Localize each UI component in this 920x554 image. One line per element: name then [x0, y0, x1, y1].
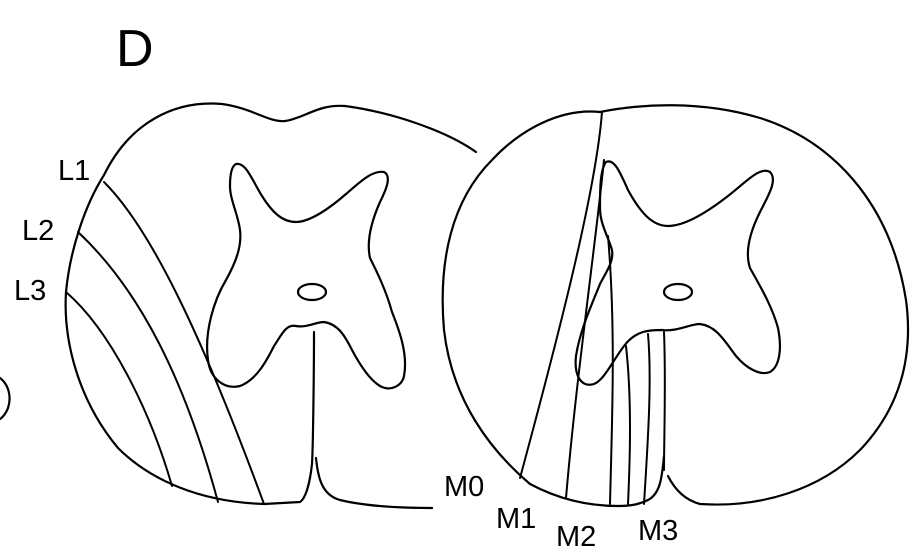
- right-grey-matter: [576, 161, 780, 384]
- panel-letter: D: [116, 20, 154, 78]
- left-lesion-line-l2: [78, 232, 218, 502]
- left-central-canal: [298, 284, 326, 300]
- lesion-label-l3: L3: [14, 275, 46, 307]
- lesion-label-l2: L2: [22, 215, 54, 247]
- right-cord-section: M0 M1 M2 M3: [443, 105, 908, 553]
- lesion-label-m2: M2: [556, 521, 596, 553]
- right-lesion-line-m3: [644, 334, 650, 504]
- right-lesion-line-m0: [520, 112, 602, 478]
- right-lesion-line-m1: [566, 160, 604, 498]
- right-lesion-line-m2b: [626, 346, 630, 504]
- adjacent-figure-fragment: [0, 378, 10, 419]
- left-cord-outline: [66, 104, 476, 504]
- right-central-canal: [664, 284, 692, 300]
- left-grey-matter: [207, 164, 405, 389]
- right-midline-sulcus: [664, 332, 665, 470]
- lesion-label-m1: M1: [496, 503, 536, 535]
- lesion-label-m0: M0: [444, 471, 484, 503]
- lesion-label-m3: M3: [638, 515, 678, 547]
- right-cord-outline: [443, 112, 664, 506]
- right-cord-outline-right-half: [600, 105, 908, 504]
- lesion-label-l1: L1: [58, 155, 90, 187]
- left-cord-section: L1 L2 L3: [14, 104, 476, 508]
- left-cord-ventral-edge: [316, 458, 432, 508]
